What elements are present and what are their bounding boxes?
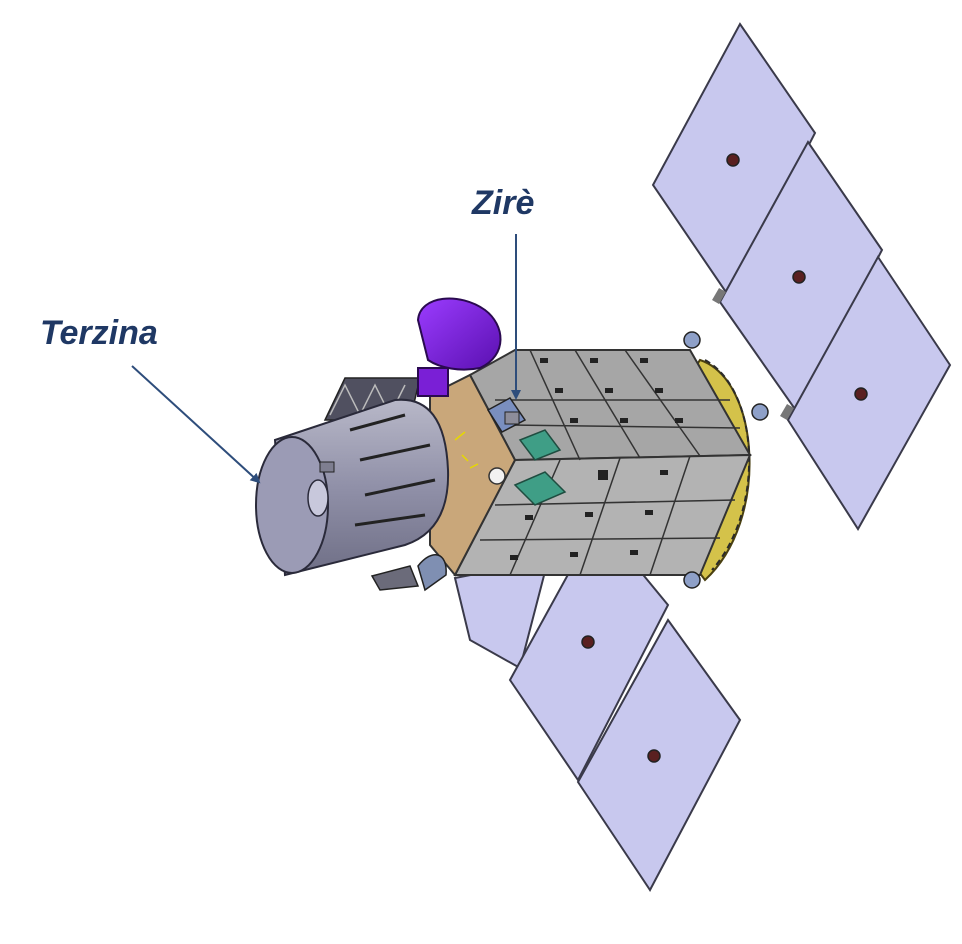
solar-panel-hub: [854, 387, 868, 401]
solar-array-upper: [651, 22, 952, 531]
solar-panel-hub: [726, 153, 740, 167]
terzina-label: Terzina: [40, 314, 158, 352]
solar-array-lower: [453, 518, 742, 892]
solar-panel-hub: [581, 635, 595, 649]
thruster: [370, 554, 447, 592]
green-board: [518, 429, 562, 461]
zire-instrument: [486, 397, 527, 433]
green-board: [513, 471, 567, 506]
solar-panel-hub: [647, 749, 661, 763]
terzina-callout-arrow: [131, 365, 261, 484]
zire-label: Zirè: [472, 184, 535, 222]
reaction-wheels: [683, 331, 769, 589]
solar-panel-hub: [792, 270, 806, 284]
solar-panel: [786, 255, 952, 531]
spacecraft-bus: [453, 349, 752, 576]
terzina-telescope: [255, 398, 450, 577]
antenna-dish: [416, 297, 502, 397]
